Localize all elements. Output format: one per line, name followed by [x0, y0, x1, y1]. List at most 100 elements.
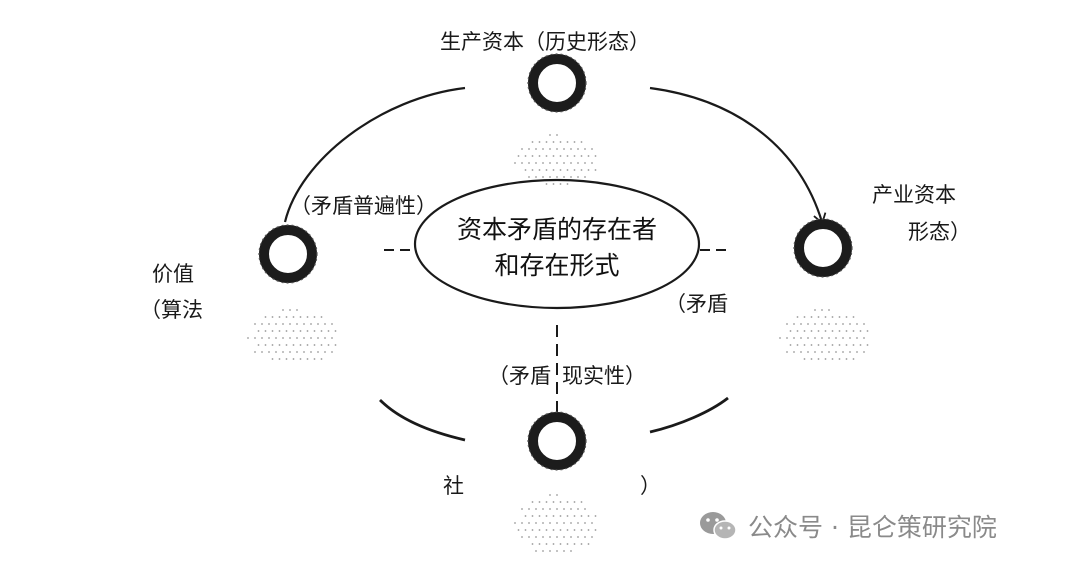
halftone-dot — [528, 522, 530, 524]
halftone-dot — [292, 358, 295, 360]
halftone-dot — [524, 155, 527, 157]
halftone-dot — [514, 162, 516, 164]
halftone-dot — [810, 316, 813, 318]
halftone-dot — [545, 155, 548, 157]
halftone-dot — [786, 323, 788, 325]
halftone-dot — [577, 536, 579, 538]
halftone-dot — [845, 358, 848, 360]
halftone-dot — [594, 169, 597, 171]
node-right-label-line2: 形态） — [908, 220, 971, 244]
halftone-dot — [545, 515, 548, 517]
halftone-dot — [845, 344, 848, 346]
ring-right — [793, 218, 853, 278]
halftone-dot — [552, 183, 555, 185]
halftone-dot — [591, 148, 593, 150]
halftone-dot — [803, 316, 806, 318]
halftone-dot — [838, 330, 841, 332]
halftone-dot — [320, 316, 323, 318]
halftone-dot — [289, 309, 291, 311]
halftone-dot — [317, 323, 319, 325]
halftone-dot — [531, 543, 534, 545]
halftone-dot — [549, 494, 551, 496]
halftone-dot — [556, 176, 558, 178]
halftone-dot — [556, 508, 558, 510]
halftone-dot — [856, 337, 858, 339]
halftone-dot — [838, 358, 841, 360]
halftone-dot — [810, 344, 813, 346]
halftone-dot — [587, 169, 590, 171]
halftone-dot — [299, 344, 302, 346]
ring-top — [527, 53, 587, 113]
halftone-dot — [814, 323, 816, 325]
halftone-dot — [535, 176, 537, 178]
halftone-dot — [577, 148, 579, 150]
halftone-dot — [584, 148, 586, 150]
halftone-dot — [327, 344, 330, 346]
halftone-dot — [517, 529, 520, 531]
halftone-dot — [556, 522, 558, 524]
halftone-dot — [552, 155, 555, 157]
watermark-text: 公众号 · 昆仑策研究院 — [748, 513, 997, 542]
halftone-dot — [838, 344, 841, 346]
halftone-dot — [549, 162, 551, 164]
halftone-dot — [552, 543, 555, 545]
halftone-dot — [531, 169, 534, 171]
halftone-dot — [828, 351, 830, 353]
halftone-dot — [591, 536, 593, 538]
halftone-dot — [587, 543, 590, 545]
halftone-dot — [535, 162, 537, 164]
halftone-dot — [828, 309, 830, 311]
center-ellipse — [413, 178, 701, 310]
halftone-dot — [552, 501, 555, 503]
halftone-dot — [524, 529, 527, 531]
halftone-dot — [327, 330, 330, 332]
halftone-dot — [538, 501, 541, 503]
halftone-dot — [331, 351, 333, 353]
halftone-dot — [559, 183, 562, 185]
arc-top-left — [283, 86, 466, 223]
ring-bottom — [527, 411, 587, 471]
halftone-dot — [552, 529, 555, 531]
halftone-dot — [247, 337, 249, 339]
halftone-dot — [313, 358, 316, 360]
halftone-dot — [563, 550, 565, 552]
halftone-dot — [261, 323, 263, 325]
ring-left — [258, 224, 318, 284]
halftone-dot — [835, 337, 837, 339]
halftone-dot — [275, 323, 277, 325]
halftone-dot — [859, 330, 862, 332]
node-left-label-line1: 价值 — [152, 262, 194, 286]
halftone-dot — [521, 148, 523, 150]
halftone-dot — [584, 162, 586, 164]
halftone-dot — [852, 330, 855, 332]
halftone-dot — [517, 155, 520, 157]
halftone-dot — [285, 358, 288, 360]
halftone-dot — [289, 351, 291, 353]
halftone-dot — [317, 337, 319, 339]
halftone-dot — [863, 323, 865, 325]
halftone-dot — [559, 169, 562, 171]
halftone-dot — [538, 169, 541, 171]
halftone-dot — [556, 134, 558, 136]
halftone-dot — [580, 543, 583, 545]
halftone-dot — [296, 323, 298, 325]
halftone-dot — [299, 316, 302, 318]
halftone-dot — [824, 330, 827, 332]
halftone-dot — [528, 162, 530, 164]
halftone-dot — [538, 141, 541, 143]
halftone-dot — [531, 529, 534, 531]
halftone-dot — [535, 522, 537, 524]
halftone-dot — [306, 358, 309, 360]
halftone-dot — [306, 344, 309, 346]
halftone-dot — [535, 550, 537, 552]
halftone-dot — [313, 330, 316, 332]
halftone-dot — [556, 536, 558, 538]
halftone-dot — [810, 358, 813, 360]
halftone-dot — [563, 536, 565, 538]
halftone-dot — [264, 344, 267, 346]
halftone-dot — [331, 337, 333, 339]
halftone-dot — [545, 169, 548, 171]
halftone-dot — [566, 169, 569, 171]
halftone-dot — [828, 323, 830, 325]
halftone-dot — [563, 148, 565, 150]
